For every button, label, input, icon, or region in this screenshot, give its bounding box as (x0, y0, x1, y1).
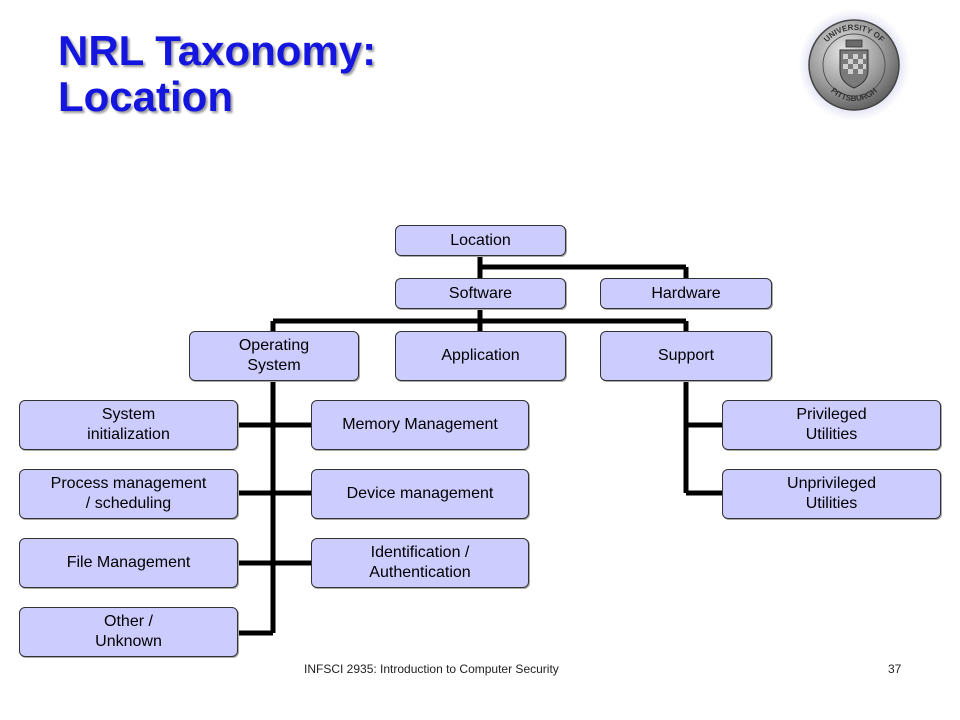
node-filemgmt-label: File Management (66, 554, 191, 571)
node-priv-line2: Utilities (805, 426, 858, 443)
node-hardware-label: Hardware (651, 284, 721, 302)
node-application-label: Application (441, 347, 520, 364)
node-operating-system: Operating System (189, 331, 359, 381)
node-memory-management: Memory Management (311, 400, 529, 450)
node-ident-line1: Identification / (370, 544, 470, 561)
node-sysinit-line1: System (101, 406, 156, 423)
node-sysinit-line2: initialization (87, 426, 170, 443)
node-procmgmt-line2: / scheduling (85, 495, 172, 512)
node-unprivileged-utilities: Unprivileged Utilities (722, 469, 941, 519)
node-procmgmt-line1: Process management (50, 475, 207, 492)
node-os-line2: System (247, 357, 301, 374)
node-os-line1: Operating (238, 337, 310, 354)
node-support-label: Support (657, 347, 715, 364)
connector-os-to-components (238, 379, 312, 636)
node-priv-line1: Privileged (796, 406, 867, 423)
node-software-label: Software (448, 284, 513, 302)
connector-software-to-level2 (270, 308, 689, 333)
node-identification-authentication: Identification / Authentication (311, 538, 529, 588)
node-location: Location (395, 225, 566, 256)
node-other-line2: Unknown (95, 633, 162, 650)
node-devmgmt-label: Device management (346, 485, 494, 502)
node-process-management: Process management / scheduling (19, 469, 238, 519)
node-system-initialization: System initialization (19, 400, 238, 450)
slide-title-line1: NRL Taxonomy: (58, 27, 377, 74)
node-memmgmt-label: Memory Management (342, 416, 498, 433)
node-device-management: Device management (311, 469, 529, 519)
slide-page-number: 37 (888, 662, 902, 676)
node-hardware: Hardware (600, 278, 772, 309)
connector-support-to-utilities (683, 379, 724, 496)
slide-title: NRL Taxonomy: Location (58, 28, 376, 120)
slide-footer: INFSCI 2935: Introduction to Computer Se… (304, 662, 559, 676)
node-ident-line2: Authentication (369, 564, 471, 581)
university-seal-logo: UNIVERSITY OF PITTSBURGH (798, 9, 910, 121)
node-file-management: File Management (19, 538, 238, 588)
node-application: Application (395, 331, 566, 381)
node-unpriv-line2: Utilities (805, 495, 858, 512)
node-support: Support (600, 331, 772, 381)
node-software: Software (395, 278, 566, 309)
node-other-line1: Other / (104, 613, 153, 630)
node-privileged-utilities: Privileged Utilities (722, 400, 941, 450)
node-location-label: Location (450, 231, 511, 249)
slide-title-line2: Location (58, 73, 233, 120)
node-unpriv-line1: Unprivileged (787, 475, 876, 492)
node-other-unknown: Other / Unknown (19, 607, 238, 657)
connector-location-to-level1 (477, 255, 689, 278)
